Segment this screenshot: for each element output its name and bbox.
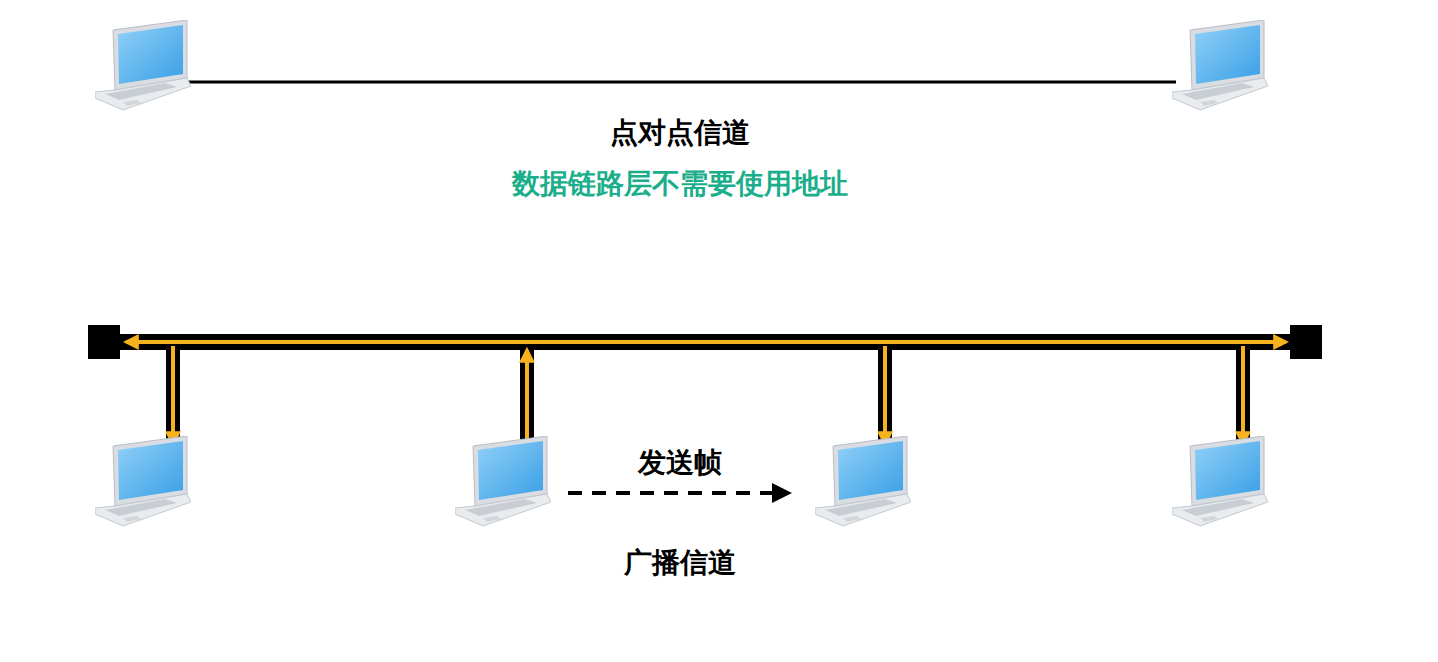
channel-title: 广播信道 (624, 546, 736, 580)
drop-line (520, 342, 534, 448)
laptop-icon (815, 436, 911, 526)
terminator (1290, 325, 1322, 359)
signal-arrow (1241, 346, 1245, 444)
note-text: 数据链路层不需要使用地址 (512, 167, 848, 201)
bus (88, 325, 1322, 448)
send-frame-arrow (568, 491, 788, 495)
terminator (88, 325, 120, 359)
channel-title: 点对点信道 (610, 116, 750, 150)
arrow-label: 发送帧 (638, 446, 722, 480)
drop-line (166, 342, 180, 448)
laptop-icon (1172, 20, 1268, 110)
signal-arrow (126, 340, 1286, 344)
bus-line (100, 334, 1310, 350)
signal-arrow (525, 350, 529, 444)
drop-line (1236, 342, 1250, 448)
drop-line (878, 342, 892, 448)
signal-arrow (883, 346, 887, 444)
signal-arrows (126, 342, 1286, 444)
p2p-link (186, 81, 1176, 84)
laptop-icon (1172, 436, 1268, 526)
laptop-icon (95, 20, 191, 110)
signal-arrow (171, 346, 175, 444)
laptop-icon (95, 436, 191, 526)
laptop-icon (455, 436, 551, 526)
